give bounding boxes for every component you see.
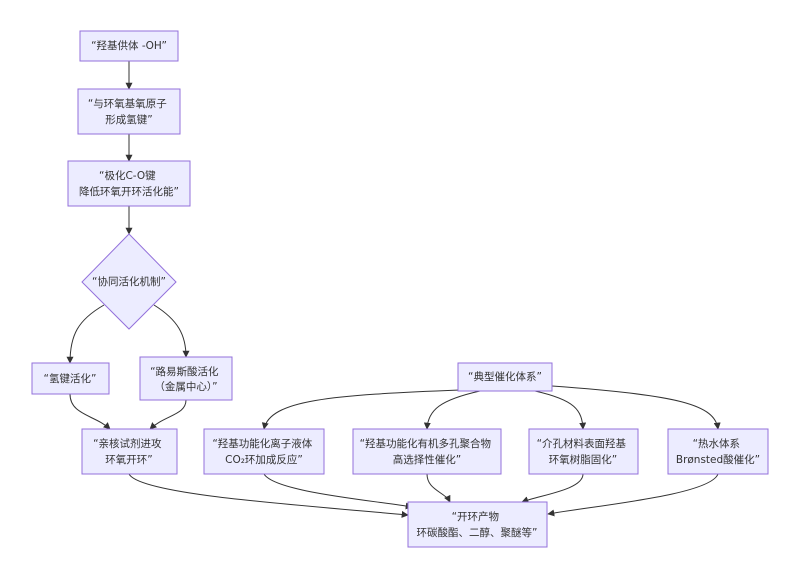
node-nucleophile-label: “亲核试剂进攻 环氧开环” (93, 437, 165, 466)
edge-hydrothermal-to-products (547, 473, 719, 517)
node-lewis-acid[interactable]: “路易斯酸活化 （金属中心）” (139, 356, 233, 401)
node-hydroxyl-donor[interactable]: “羟基供体 -OH” (79, 30, 179, 62)
node-products-label: “开环产物 环碳酸酯、二醇、聚醚等” (417, 510, 538, 539)
node-synergy-label: “协同活化机制” (92, 275, 166, 288)
node-typical-systems[interactable]: “典型催化体系” (457, 362, 553, 392)
node-hydrothermal-label: “热水体系 Brønsted酸催化” (676, 437, 760, 466)
node-porous-polymer-label: “羟基功能化有机多孔聚合物 高选择性催化” (360, 437, 495, 466)
node-lewis-acid-label: “路易斯酸活化 （金属中心）” (150, 365, 222, 393)
edge-typical-to-ionic (261, 389, 461, 430)
node-mesoporous[interactable]: “介孔材料表面羟基 环氧树脂固化” (528, 428, 639, 475)
node-hydroxyl-donor-label: “羟基供体 -OH” (91, 39, 167, 52)
edge-synergy-to-hbond-activation (66, 304, 105, 364)
edge-typical-to-porous (423, 390, 481, 430)
edge-typical-to-hydrothermal (551, 385, 721, 430)
edge-ionic-to-products (263, 473, 413, 510)
edge-mesoporous-to-products (521, 473, 584, 503)
node-h-bond[interactable]: “与环氧基氧原子 形成氢键” (77, 88, 181, 135)
node-products[interactable]: “开环产物 环碳酸酯、二醇、聚醚等” (407, 501, 548, 548)
edges (66, 61, 721, 518)
edge-hbond-activation-to-nucleophile (69, 393, 111, 430)
node-hydrothermal[interactable]: “热水体系 Brønsted酸催化” (667, 428, 769, 475)
node-polarize-label: “极化C-O键 降低环氧开环活化能” (79, 169, 179, 198)
node-typical-systems-label: “典型催化体系” (468, 370, 542, 383)
node-polarize[interactable]: “极化C-O键 降低环氧开环活化能” (67, 160, 191, 207)
node-ionic-liquid-label: “羟基功能化离子液体 CO₂环加成反应” (212, 437, 315, 466)
node-porous-polymer[interactable]: “羟基功能化有机多孔聚合物 高选择性催化” (352, 428, 502, 475)
edge-lewis-to-nucleophile (149, 399, 187, 430)
edge-typical-to-mesoporous (534, 390, 587, 430)
node-hbond-activation[interactable]: “氢键活化” (31, 362, 110, 395)
node-synergy[interactable]: “协同活化机制” (81, 233, 177, 330)
node-hbond-activation-label: “氢键活化” (44, 372, 97, 385)
node-h-bond-label: “与环氧基氧原子 形成氢键” (88, 97, 170, 126)
edge-nucleophile-to-products (128, 473, 409, 518)
node-nucleophile[interactable]: “亲核试剂进攻 环氧开环” (81, 428, 178, 475)
node-ionic-liquid[interactable]: “羟基功能化离子液体 CO₂环加成反应” (203, 428, 325, 475)
edge-synergy-to-lewis (153, 304, 190, 358)
edge-porous-to-products (426, 473, 451, 503)
node-mesoporous-label: “介孔材料表面羟基 环氧树脂固化” (537, 437, 630, 466)
